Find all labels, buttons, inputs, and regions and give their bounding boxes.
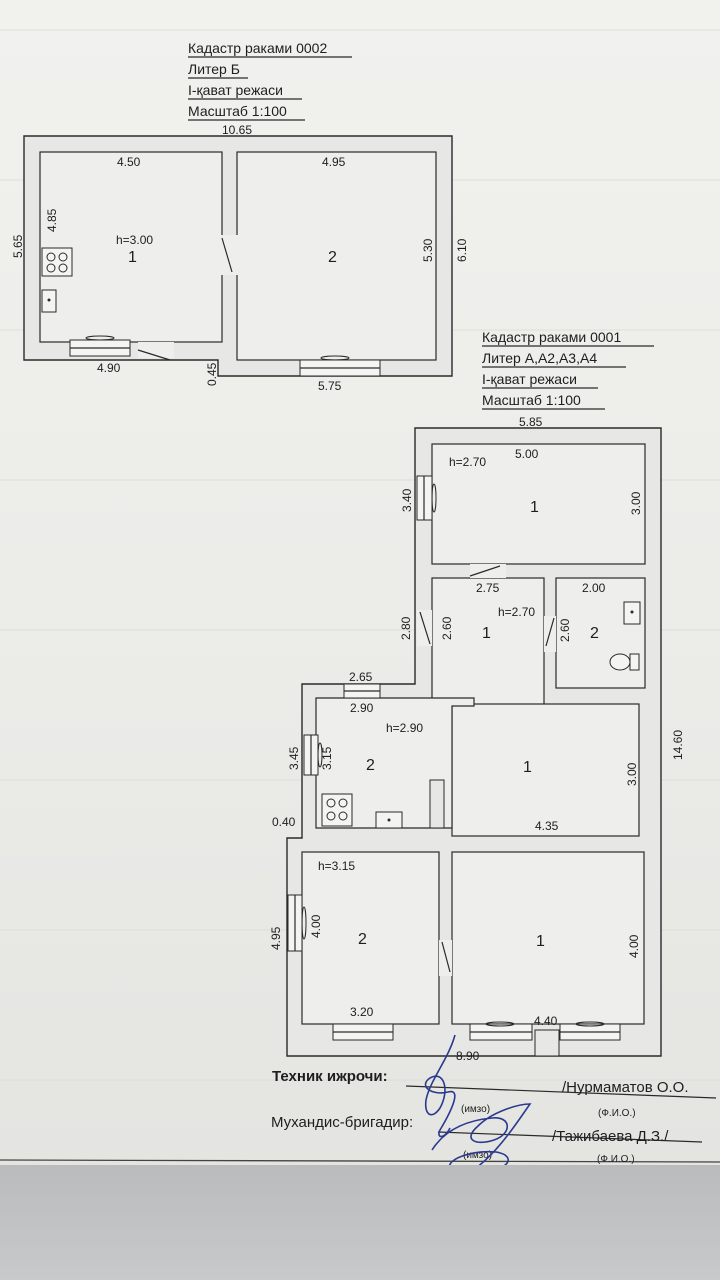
signature-line: [437, 1131, 703, 1143]
room-number: 2: [358, 931, 367, 948]
room-number: 2: [328, 249, 337, 266]
toilet-icon: [609, 653, 640, 671]
plan-a-header-line: Масштаб 1:100: [482, 392, 581, 408]
plan-a-header-line: Литер А,А2,А3,А4: [482, 350, 597, 366]
ceiling-height-label: h=2.70: [498, 605, 535, 619]
sheet-bottom-rule: [0, 1159, 720, 1163]
dim-label: 3.40: [400, 488, 414, 512]
handwritten-signature: [431, 1103, 532, 1165]
dim-label: 2.60: [440, 616, 454, 640]
dim-label: 5.00: [515, 447, 539, 461]
room-number: 2: [366, 757, 375, 774]
door-icon: [439, 940, 452, 976]
dim-label: 8.90: [456, 1049, 480, 1063]
dim-label: 6.10: [455, 238, 469, 262]
sink-icon: [623, 601, 641, 625]
plan-b-header-line: Кадастр раками 0002: [188, 40, 327, 56]
floor-plan-drawing: Кадастр раками 0002 Литер Б I-қават режа…: [0, 29, 720, 1165]
dim-label: 3.00: [629, 491, 643, 515]
plan-a-header-line: Кадастр раками 0001: [482, 329, 621, 345]
dim-label: 5.75: [318, 379, 342, 393]
plan-a-dimensions: 5.85 5.00 3.40 3.00 2.75 2.00 2.80 2.60 …: [269, 415, 685, 1063]
sign-caption: (имзо): [461, 1104, 490, 1115]
sink-icon: [41, 289, 57, 313]
dim-label: 14.60: [671, 730, 685, 760]
dim-label: 2.80: [399, 616, 413, 640]
door-icon: [544, 616, 556, 652]
ceiling-height-label: h=2.90: [386, 721, 423, 735]
dim-label: 5.85: [519, 415, 543, 429]
room-number: 2: [590, 625, 599, 642]
dim-label: 3.45: [287, 746, 301, 770]
dim-label: 4.95: [322, 155, 346, 169]
window-icon: [303, 734, 323, 776]
dim-label: 5.30: [421, 238, 435, 262]
dim-label: 3.15: [320, 746, 334, 770]
plan-a-walls: [286, 427, 662, 1057]
dim-label: 2.75: [476, 581, 500, 595]
ceiling-height-label: h=3.00: [116, 233, 153, 247]
signature-line: [405, 1085, 717, 1099]
dim-label: 0.40: [272, 815, 296, 829]
door-icon: [220, 235, 238, 275]
room-number: 1: [530, 499, 539, 516]
dim-label: 4.90: [97, 361, 121, 375]
dim-label: 2.65: [349, 670, 373, 684]
handwritten-signature: [424, 1034, 456, 1138]
dim-label: 4.35: [535, 819, 559, 833]
room-number: 1: [523, 759, 532, 776]
window-icon: [69, 335, 131, 357]
ceiling-height-label: h=3.15: [318, 859, 355, 873]
fio-caption: (Ф.И.О.): [598, 1108, 636, 1119]
dim-label: 4.85: [45, 208, 59, 232]
technician-name: /Нурмаматов О.О.: [562, 1079, 689, 1096]
stove-icon: [321, 793, 353, 827]
dim-label: 4.95: [269, 926, 283, 950]
dim-label: 4.50: [117, 155, 141, 169]
signature-block: Техник ижрочи: /Нурмаматов О.О. (имзо) (…: [271, 1034, 717, 1165]
door-icon: [469, 564, 506, 578]
dim-label: 0.45: [205, 362, 219, 386]
room-number: 1: [128, 249, 137, 266]
dim-label: 4.00: [627, 934, 641, 958]
room-number: 1: [482, 625, 491, 642]
engineer-name: /Тажибаева Д.З./: [552, 1128, 669, 1145]
window-icon: [299, 355, 381, 377]
engineer-label: Мухандис-бригадир:: [271, 1114, 413, 1131]
dim-label: 2.00: [582, 581, 606, 595]
ceiling-height-label: h=2.70: [449, 455, 486, 469]
stove-icon: [41, 247, 73, 277]
plan-b-dimensions: 10.65 4.50 4.95 5.65 4.85 5.30 6.10 4.90…: [11, 123, 469, 393]
sign-caption: (имзо): [463, 1150, 492, 1161]
document-sheet: Кадастр раками 0002 Литер Б I-қават режа…: [0, 0, 720, 1165]
window-icon: [469, 1021, 533, 1041]
window-icon: [332, 1023, 394, 1041]
dim-label: 5.65: [11, 234, 25, 258]
plan-b-header-line: Масштаб 1:100: [188, 103, 287, 119]
technician-label: Техник ижрочи:: [272, 1068, 388, 1085]
plan-b-header-line: I-қават режаси: [188, 82, 283, 98]
plan-a-header-line: I-қават режаси: [482, 371, 577, 387]
window-icon: [343, 683, 381, 699]
window-icon: [416, 475, 437, 521]
background-surface: [0, 1165, 720, 1280]
dim-label: 3.00: [625, 762, 639, 786]
dim-label: 4.00: [309, 914, 323, 938]
plan-b-header-line: Литер Б: [188, 61, 240, 77]
dim-label: 4.40: [534, 1014, 558, 1028]
dim-label: 2.90: [350, 701, 374, 715]
dim-label: 2.60: [558, 618, 572, 642]
plan-a-header: Кадастр раками 0001 Литер А,А2,А3,А4 I-қ…: [482, 329, 654, 410]
dim-label: 3.20: [350, 1005, 374, 1019]
window-icon: [559, 1021, 621, 1041]
dim-label: 10.65: [222, 123, 252, 137]
fio-caption: (Ф.И.О.): [597, 1154, 635, 1165]
door-icon: [137, 342, 174, 361]
sink-icon: [375, 811, 403, 829]
door-icon: [417, 610, 432, 646]
window-icon: [287, 894, 307, 952]
room-number: 1: [536, 933, 545, 950]
plan-b-header: Кадастр раками 0002 Литер Б I-қават режа…: [188, 40, 352, 121]
